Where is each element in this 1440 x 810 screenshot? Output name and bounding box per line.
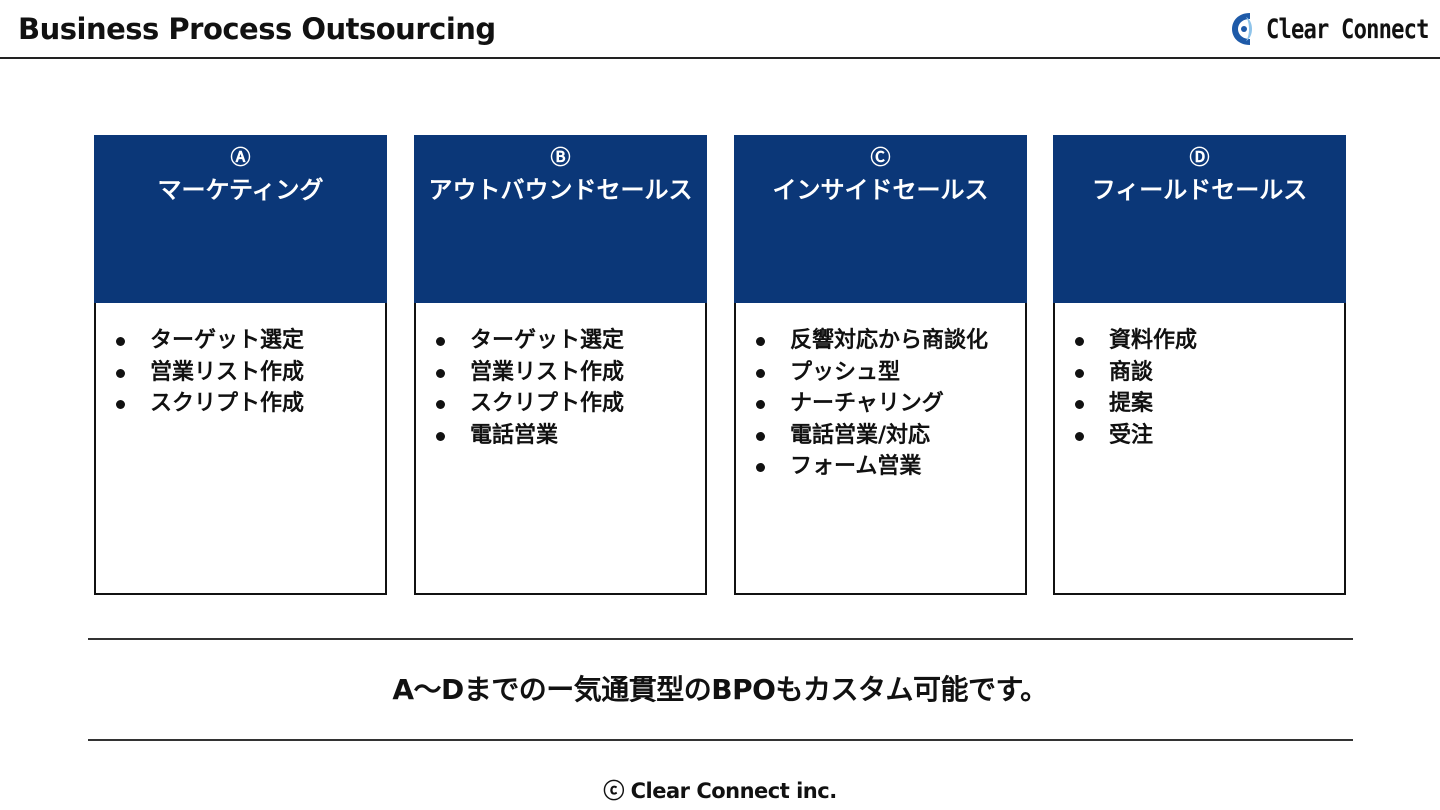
header-divider (0, 57, 1440, 59)
column-title: インサイドセールス (772, 176, 989, 204)
company-logo: Clear Connect (1228, 8, 1429, 50)
list-item: ターゲット選定 (96, 325, 385, 357)
page-title: Business Process Outsourcing (18, 12, 496, 46)
list-item: 電話営業 (416, 420, 705, 452)
list-item: スクリプト作成 (416, 388, 705, 420)
column-header: Ⓒ インサイドセールス (734, 135, 1027, 303)
tagline: A〜Dまでのー気通貫型のBPOもカスタム可能です。 (392, 673, 1048, 706)
column-body: 反響対応から商談化 プッシュ型 ナーチャリング 電話営業/対応 フォーム営業 (734, 303, 1027, 595)
tagline-top-divider (88, 638, 1353, 640)
list-item: フォーム営業 (736, 451, 1025, 483)
column-body: ターゲット選定 営業リスト作成 スクリプト作成 電話営業 (414, 303, 707, 595)
column-header: Ⓑ アウトバウンドセールス (414, 135, 707, 303)
logo-mark-icon (1232, 13, 1252, 45)
list-item: ターゲット選定 (416, 325, 705, 357)
tagline-bottom-divider (88, 739, 1353, 741)
column-field-sales: Ⓓ フィールドセールス 資料作成 商談 提案 受注 (1053, 135, 1346, 595)
column-body: ターゲット選定 営業リスト作成 スクリプト作成 (94, 303, 387, 595)
column-title: マーケティング (157, 176, 324, 204)
list-item: 電話営業/対応 (736, 420, 1025, 452)
list-item: プッシュ型 (736, 357, 1025, 389)
column-title: フィールドセールス (1091, 176, 1308, 204)
list-item: 商談 (1055, 357, 1344, 389)
column-letter: Ⓓ (1189, 145, 1210, 169)
column-title: アウトバウンドセールス (428, 176, 693, 204)
column-letter: Ⓐ (230, 145, 251, 169)
list-item: 提案 (1055, 388, 1344, 420)
list-item: 資料作成 (1055, 325, 1344, 357)
column-header: Ⓐ マーケティング (94, 135, 387, 303)
list-item: ナーチャリング (736, 388, 1025, 420)
service-columns: Ⓐ マーケティング ターゲット選定 営業リスト作成 スクリプト作成 Ⓑ アウトバ… (94, 135, 1346, 595)
column-marketing: Ⓐ マーケティング ターゲット選定 営業リスト作成 スクリプト作成 (94, 135, 387, 595)
column-inside-sales: Ⓒ インサイドセールス 反響対応から商談化 プッシュ型 ナーチャリング 電話営業… (734, 135, 1027, 595)
list-item: 営業リスト作成 (416, 357, 705, 389)
column-header: Ⓓ フィールドセールス (1053, 135, 1346, 303)
column-outbound-sales: Ⓑ アウトバウンドセールス ターゲット選定 営業リスト作成 スクリプト作成 電話… (414, 135, 707, 595)
logo-text: Clear Connect (1266, 13, 1429, 45)
list-item: 反響対応から商談化 (736, 325, 1025, 357)
list-item: 営業リスト作成 (96, 357, 385, 389)
copyright-footer: ⓒ Clear Connect inc. (603, 779, 837, 803)
list-item: スクリプト作成 (96, 388, 385, 420)
column-letter: Ⓒ (870, 145, 891, 169)
column-letter: Ⓑ (550, 145, 571, 169)
list-item: 受注 (1055, 420, 1344, 452)
column-body: 資料作成 商談 提案 受注 (1053, 303, 1346, 595)
